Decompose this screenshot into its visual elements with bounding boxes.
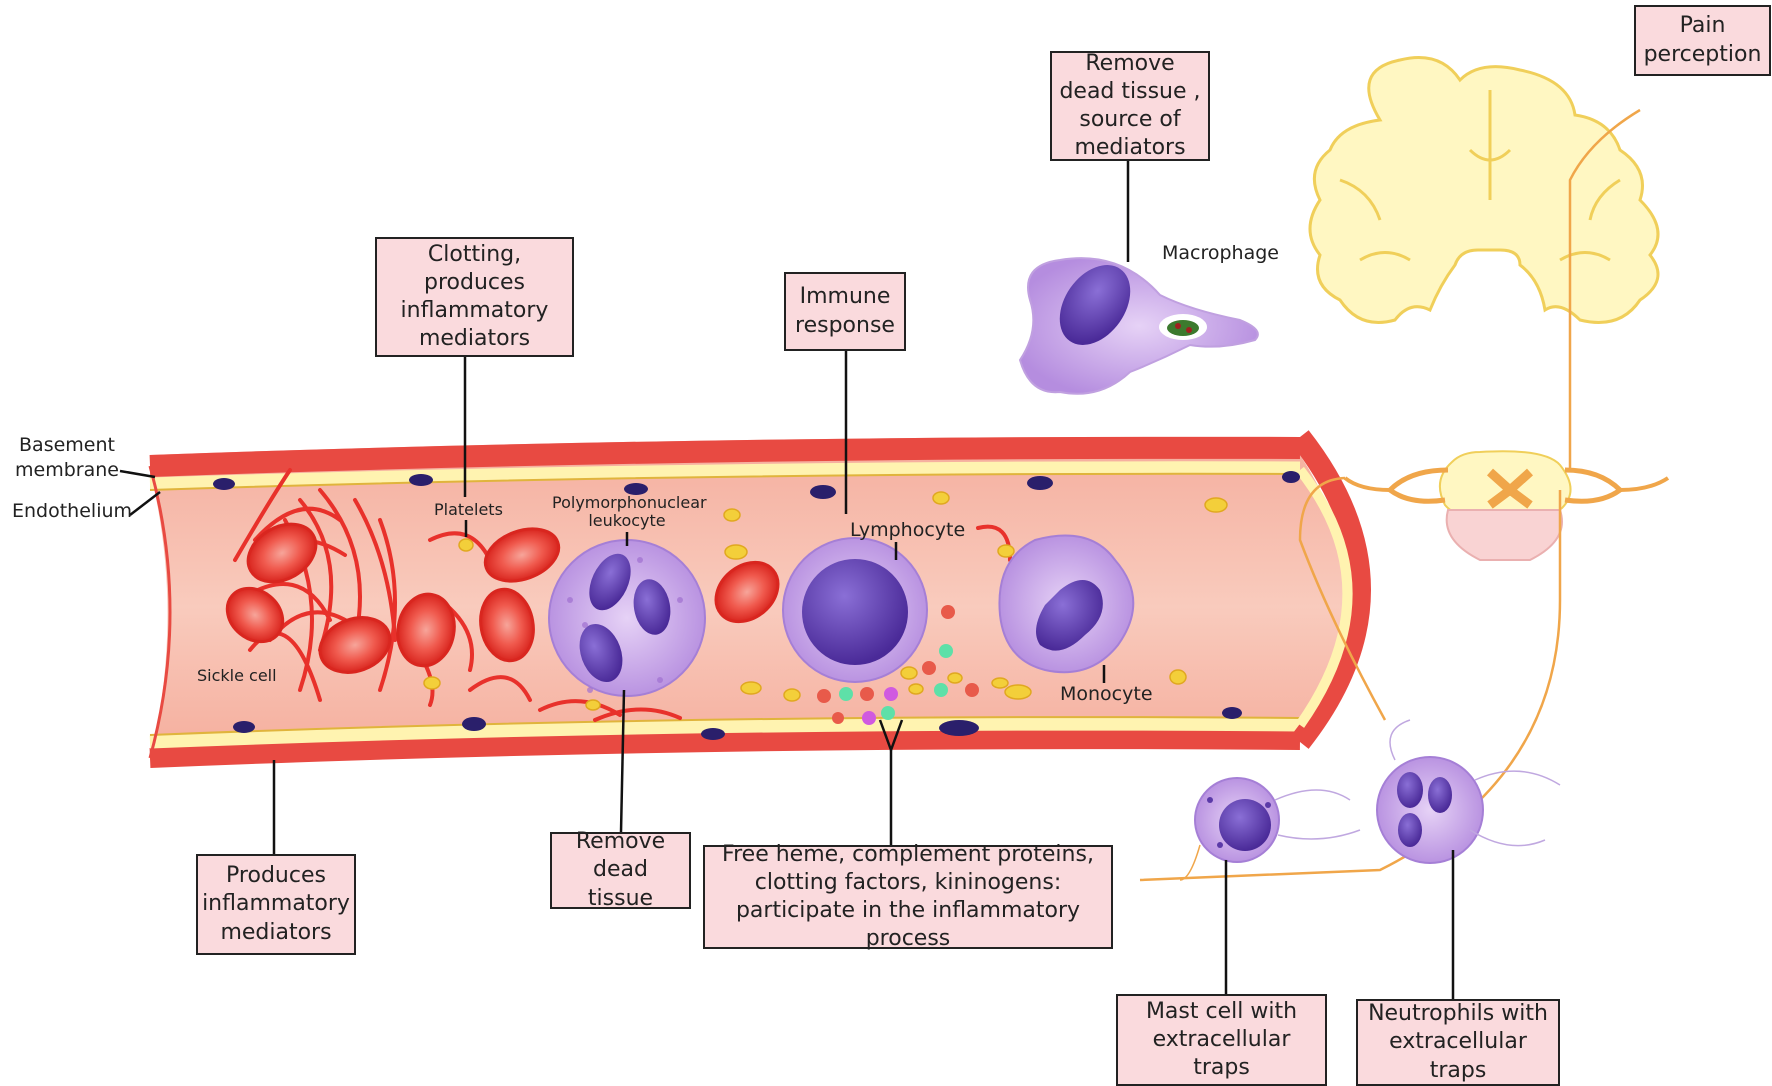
immune-response-box: Immune response [784, 272, 906, 351]
neutrophil [1376, 719, 1561, 864]
remove-dead-tissue-box: Remove dead tissue [550, 829, 691, 911]
mast-cell [1179, 777, 1361, 881]
brain-section [1308, 56, 1660, 324]
spinal-cord [1343, 450, 1670, 561]
basement-membrane-label: Basement membrane [15, 434, 119, 481]
red-blood-cells [225, 522, 780, 674]
platelets-label: Platelets [434, 500, 503, 519]
platelets [423, 491, 1228, 711]
sickle-cell-label: Sickle cell [197, 666, 277, 685]
pmn-leukocyte [548, 539, 706, 697]
basement-membrane-top [149, 436, 1301, 477]
mast-cell-box: Mast cell with extracellular traps [1116, 994, 1327, 1086]
monocyte-label: Monocyte [1060, 683, 1153, 705]
pmn-leukocyte-label: Polymorphonuclear leukocyte [552, 493, 707, 531]
macrophage-label: Macrophage [1162, 242, 1279, 264]
vessel-end-cap [1291, 430, 1371, 749]
clotting-box: Clotting, produces inflammatory mediator… [375, 237, 574, 357]
monocyte [998, 534, 1135, 674]
leader-lines [119, 160, 1455, 1000]
neutrophils-box: Neutrophils with extracellular traps [1356, 999, 1560, 1086]
produces-mediators-box: Produces inflammatory mediators [196, 854, 356, 955]
remove-dead-tissue-source-box: Remove dead tissue , source of mediators [1050, 51, 1210, 161]
basement-membrane-bottom [149, 729, 1301, 768]
lymphocyte-label: Lymphocyte [850, 519, 966, 541]
lymphocyte [782, 537, 928, 683]
vessel-opening [148, 465, 172, 759]
endothelial-nuclei [213, 471, 1300, 740]
endothelium-bottom [149, 717, 1301, 749]
endothelium-label: Endothelium [12, 500, 133, 522]
endothelium-top [149, 461, 1301, 491]
pain-perception-box: Pain perception [1634, 5, 1771, 76]
macrophage [1018, 257, 1259, 395]
mediator-molecules [817, 605, 979, 725]
free-heme-box: Free heme, complement proteins, clotting… [703, 842, 1113, 951]
